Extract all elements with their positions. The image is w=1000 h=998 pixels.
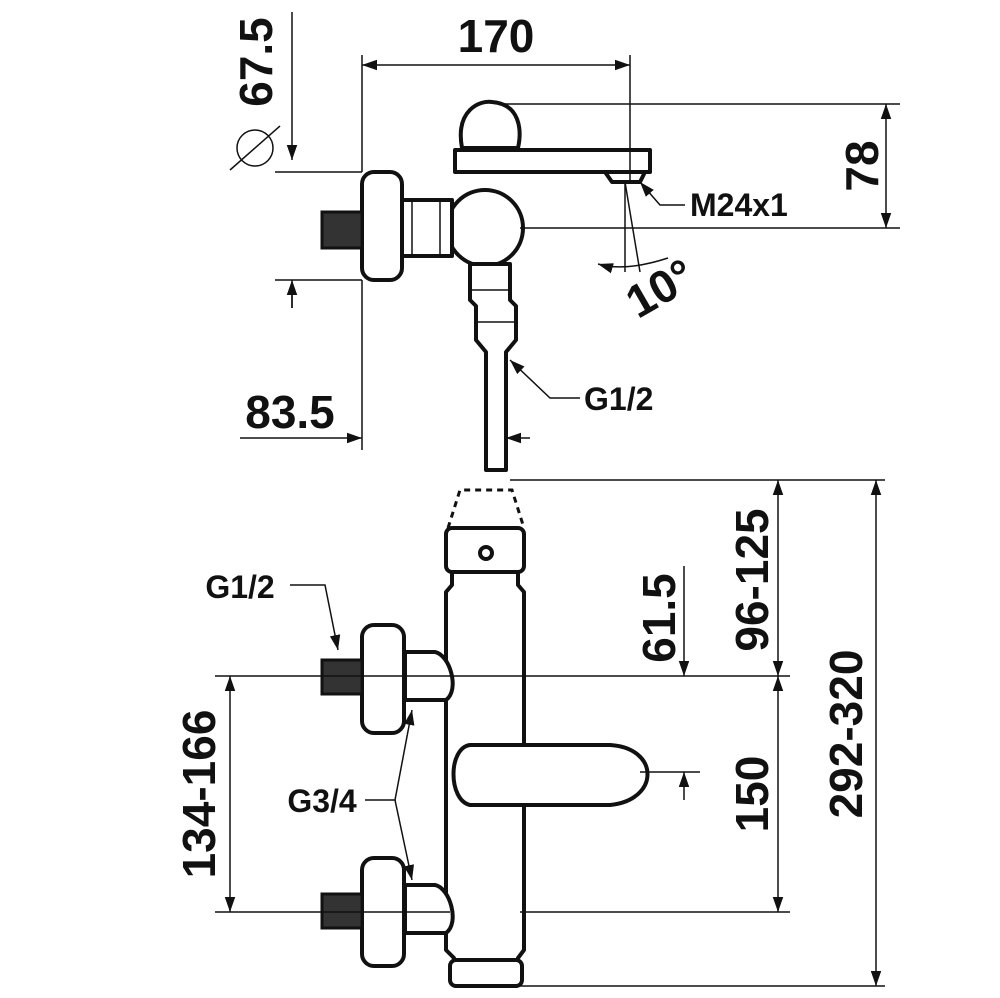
lower-inlet — [320, 892, 364, 930]
diameter-icon — [236, 129, 274, 167]
hand-shower-holder — [446, 488, 526, 529]
spout-outlet — [603, 170, 647, 184]
thread-inlet-label: G1/2 — [584, 381, 653, 417]
body-column — [468, 262, 518, 472]
angle-label: 10° — [617, 248, 703, 328]
body-circle — [445, 188, 525, 268]
front-thread-inlet-label: G1/2 — [205, 569, 274, 605]
dim-lever-label: 61.5 — [633, 573, 685, 663]
threaded-inlet — [320, 210, 364, 250]
dim-width-label: 170 — [458, 10, 535, 62]
lever — [451, 743, 650, 807]
connection-nut — [398, 198, 454, 258]
dim-height-label: 78 — [836, 140, 888, 191]
lower-nut — [403, 883, 455, 935]
thread-spout-label: M24x1 — [690, 187, 788, 223]
front-view: G1/2 G3/4 134-166 61.5 96-125 150 292-32… — [173, 479, 885, 988]
dim-diameter-label: 67.5 — [230, 17, 282, 107]
dim-centers-label: 134-166 — [173, 710, 225, 879]
upper-inlet — [320, 658, 364, 696]
dim-upper-label: 96-125 — [726, 508, 778, 651]
thread-connection-label: G3/4 — [287, 783, 357, 819]
wall-flange — [360, 170, 404, 282]
lever-top — [458, 99, 522, 150]
dim-lower-label: 150 — [726, 756, 778, 833]
dim-total-label: 292-320 — [820, 650, 872, 819]
dim-offset-label: 83.5 — [245, 386, 335, 438]
upper-flange — [360, 623, 406, 735]
top-view: 170 78 67.5 83.5 M24x1 10° G1/2 — [229, 10, 900, 472]
spout — [453, 148, 652, 174]
